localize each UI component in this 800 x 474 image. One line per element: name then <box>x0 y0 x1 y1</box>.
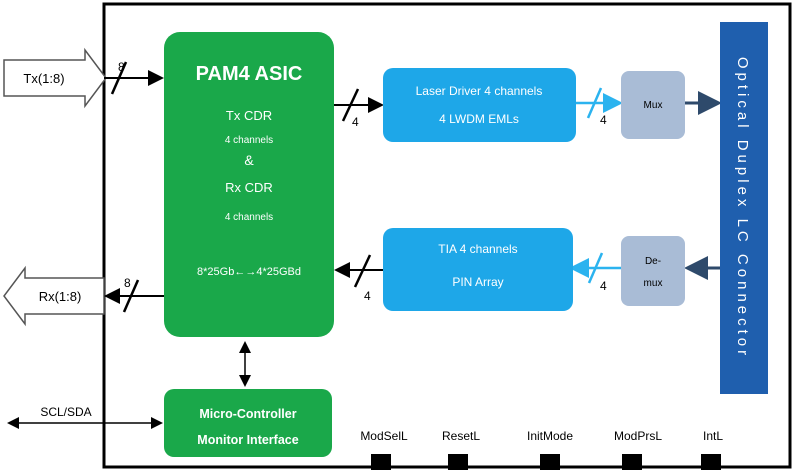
asic-title: PAM4 ASIC <box>196 63 303 85</box>
pin-label-intl: IntL <box>703 429 723 443</box>
laser-driver-line2: 4 LWDM EMLs <box>439 112 519 126</box>
mux-block <box>621 71 685 139</box>
pin-label-initmode: InitMode <box>527 429 573 443</box>
pin-label-modsell: ModSelL <box>360 429 408 443</box>
connector-label: Optical Duplex LC Connector <box>734 57 751 359</box>
tx-port-label: Tx(1:8) <box>23 71 64 86</box>
module-outline <box>102 2 792 469</box>
pin-pad-initmode <box>540 454 560 470</box>
demux-block <box>621 236 685 306</box>
mux-label: Mux <box>644 100 663 111</box>
tia-block <box>383 228 573 311</box>
laser-to-mux-slash <box>586 87 603 119</box>
asic-to-laser-width: 4 <box>352 115 359 129</box>
pin-initmode: InitMode <box>527 429 573 470</box>
demux-line1: De- <box>645 256 661 267</box>
pin-label-modprsl: ModPrsL <box>614 429 662 443</box>
pin-pad-modsell <box>371 454 391 470</box>
asic-rx-channels: 4 channels <box>225 212 273 223</box>
tx-bus-width: 8 <box>118 60 125 74</box>
pin-resetl: ResetL <box>442 429 480 470</box>
rx-bus-slash <box>122 279 140 313</box>
asic-rate: 8*25Gb←→4*25GBd <box>197 266 301 278</box>
pin-modsell: ModSelL <box>360 429 408 470</box>
demux-line2: mux <box>644 278 663 289</box>
asic-tx-channels: 4 channels <box>225 135 273 146</box>
asic-to-laser-slash <box>341 88 360 122</box>
tia-line2: PIN Array <box>452 275 503 289</box>
tia-line1: TIA 4 channels <box>438 242 517 256</box>
rx-bus-width: 8 <box>124 276 131 290</box>
laser-to-mux-width: 4 <box>600 113 607 127</box>
laser-driver-line1: Laser Driver 4 channels <box>416 84 543 98</box>
tx-input-arrow: Tx(1:8) <box>3 47 107 109</box>
asic-block <box>164 32 334 337</box>
tia-to-asic-slash <box>353 254 372 288</box>
pin-label-resetl: ResetL <box>442 429 480 443</box>
tia-to-asic-width: 4 <box>364 289 371 303</box>
rx-output-arrow: Rx(1:8) <box>3 265 105 327</box>
micro-line1: Micro-Controller <box>199 407 296 421</box>
scl-sda-label: SCL/SDA <box>40 405 91 419</box>
demux-to-tia-width: 4 <box>600 279 607 293</box>
pin-pad-modprsl <box>622 454 642 470</box>
demux-to-tia-slash <box>587 252 604 284</box>
micro-controller-block <box>164 389 332 457</box>
rx-port-label: Rx(1:8) <box>39 289 82 304</box>
pin-pad-resetl <box>448 454 468 470</box>
optical-connector <box>720 22 768 394</box>
asic-rx-cdr: Rx CDR <box>225 180 273 195</box>
micro-line2: Monitor Interface <box>197 433 298 447</box>
asic-tx-cdr: Tx CDR <box>226 108 272 123</box>
pin-modprsl: ModPrsL <box>614 429 662 470</box>
tx-bus-slash <box>110 61 128 95</box>
pin-pad-intl <box>701 454 721 470</box>
laser-driver-block <box>383 68 576 142</box>
asic-ampersand: & <box>244 152 254 168</box>
pin-intl: IntL <box>701 429 723 470</box>
